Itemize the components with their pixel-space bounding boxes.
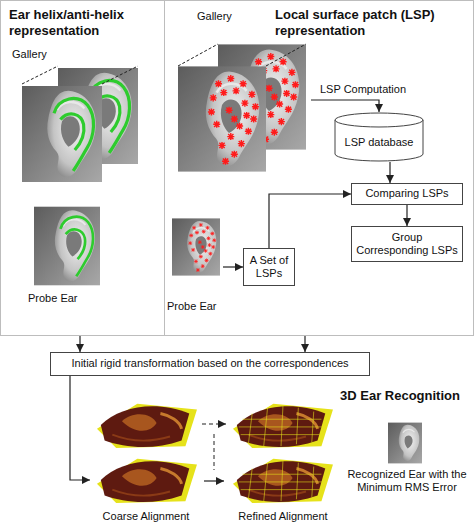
box-label: Initial rigid transformation based on th… [72,357,349,370]
surface-render [233,404,333,448]
ear-image [178,66,266,172]
connector-arrow [79,336,80,352]
box-label: Group Corresponding LSPs [356,231,458,257]
connector-arrow [269,194,351,248]
alignment-figure: Coarse Alignment [90,398,202,526]
dashed-line [214,434,215,470]
surface-render [97,404,197,448]
arrow-line [204,480,224,481]
heading-text: Ear helix/anti-helix representation [9,7,159,38]
heading-text: Local surface patch (LSP) representation [275,7,445,38]
panel-region: Local surface patch (LSP) representation… [165,0,474,336]
gallery-figure: Gallery [171,8,311,190]
process-box: Initial rigid transformation based on th… [50,352,370,376]
alignment-figure: Refined Alignment [226,398,340,526]
box-label: LSP database [345,136,414,149]
gallery-figure: Gallery [8,46,160,198]
result-figure: Recognized Ear with the Minimum RMS Erro… [342,420,472,525]
caption-text: Recognized Ear with the Minimum RMS Erro… [342,468,472,494]
surface-render [233,459,333,503]
heading-text: 3D Ear Recognition [340,388,472,404]
ear-image [34,206,100,285]
ear-image [388,423,422,464]
caption-text: Refined Alignment [226,510,340,523]
process-box: Group Corresponding LSPs [351,226,463,262]
connector-arrow [311,100,379,112]
panel-region: 3D Ear RecognitionCoarse Alignment Refine… [0,383,474,531]
dashed-line [22,66,58,84]
connector-arrow [202,423,226,424]
caption-text: Probe Ear [28,292,118,305]
panel-region: Ear helix/anti-helix representationGalle… [0,0,165,336]
connector-arrow [223,266,243,267]
connector-arrow [389,162,390,183]
caption-text: Gallery [12,48,92,61]
caption-text: Gallery [197,10,277,23]
box-label: Comparing LSPs [365,187,448,200]
caption-text: Coarse Alignment [90,510,202,523]
connector-arrow [406,205,407,226]
edge-label: LSP Computation [318,83,408,96]
dashed-line [178,44,218,66]
box-label: A Set of LSPs [248,254,290,280]
connector-arrow [304,336,305,352]
ear-image [172,218,220,276]
dashed-line [266,44,306,66]
dashed-line [102,66,138,84]
ear-image [22,86,102,182]
cylinder-top [335,113,423,127]
surface-render [97,459,197,503]
database-cylinder: LSP database [334,112,424,162]
probe-figure: Probe Ear [22,200,122,320]
probe-figure: Probe Ear [167,200,223,324]
process-box: Comparing LSPs [351,183,463,205]
process-box: A Set of LSPs [243,248,295,286]
connector-arrow [70,376,90,480]
caption-text: Probe Ear [167,300,223,313]
